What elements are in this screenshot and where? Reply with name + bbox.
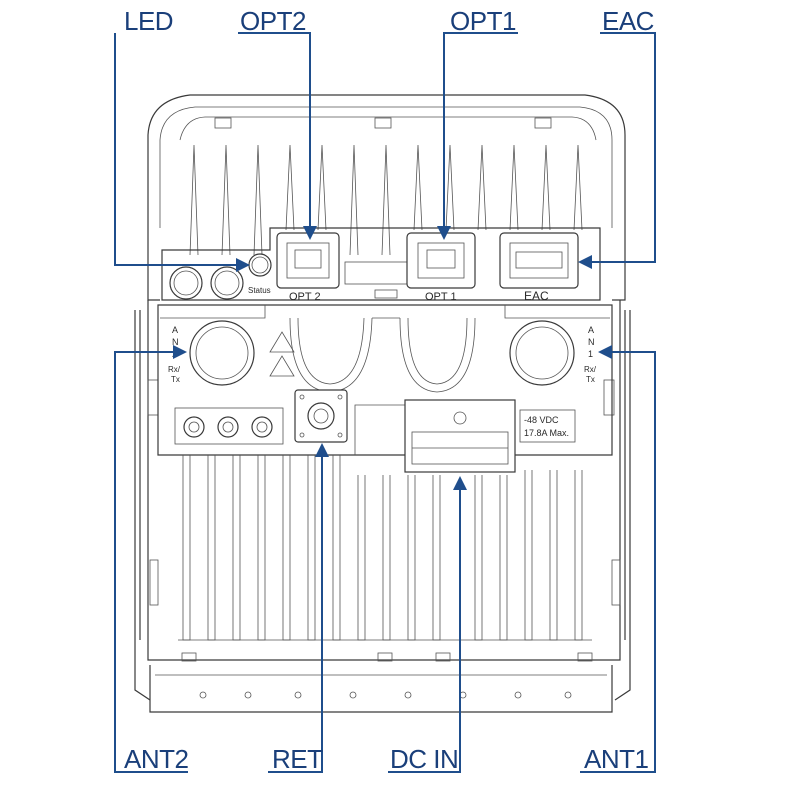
bottom-screw-holes bbox=[199, 691, 572, 699]
callout-eac: EAC bbox=[602, 6, 654, 36]
ant1-arrow bbox=[598, 345, 612, 359]
ant1-letter-a: A bbox=[588, 325, 594, 335]
opt2-port bbox=[276, 232, 340, 289]
opt2-arrow bbox=[303, 226, 317, 240]
led-port-2 bbox=[210, 266, 244, 300]
ant2-tx: Tx bbox=[171, 375, 180, 384]
eac-arrow bbox=[578, 255, 592, 269]
callout-leaders bbox=[114, 32, 656, 773]
dc-voltage-label: -48 VDC bbox=[524, 415, 559, 425]
top-fins bbox=[189, 144, 583, 256]
led-leader bbox=[114, 33, 238, 266]
ant2-letter-n: N bbox=[172, 337, 179, 347]
bottom-fins bbox=[178, 455, 592, 641]
callout-ant2: ANT2 bbox=[124, 744, 189, 774]
eac-port-label: EAC bbox=[524, 289, 549, 303]
status-label: Status bbox=[248, 286, 271, 295]
ant1-leader bbox=[580, 351, 656, 773]
ant1-tx: Tx bbox=[586, 375, 595, 384]
device-body: Status OPT 2 OPT 1 EAC A N 2 Rx/ Tx bbox=[134, 94, 631, 713]
eac-leader bbox=[590, 32, 656, 263]
opt2-leader bbox=[238, 32, 311, 228]
dc-in-leader bbox=[388, 488, 461, 773]
opt1-leader bbox=[443, 32, 518, 228]
dc-in-arrow bbox=[453, 476, 467, 490]
callout-dc-in: DC IN bbox=[390, 744, 458, 774]
opt1-port bbox=[406, 232, 476, 289]
dc-current-label: 17.8A Max. bbox=[524, 428, 569, 438]
dc-in-port bbox=[404, 399, 516, 473]
opt2-port-label: OPT 2 bbox=[289, 291, 321, 303]
ret-arrow bbox=[315, 443, 329, 457]
eac-port bbox=[499, 232, 579, 289]
callout-ant1: ANT1 bbox=[584, 744, 649, 774]
ant2-arrow bbox=[173, 345, 187, 359]
ant1-letter-n: N bbox=[588, 337, 595, 347]
ant2-rx: Rx/ bbox=[168, 365, 181, 374]
warning-shock-icon bbox=[269, 355, 295, 377]
callout-ret: RET bbox=[272, 744, 323, 774]
opt1-port-label: OPT 1 bbox=[425, 291, 457, 303]
callout-labels: LED OPT2 OPT1 EAC ANT2 RET DC IN ANT1 bbox=[124, 6, 654, 774]
led-arrow bbox=[236, 258, 250, 272]
ant1-port bbox=[509, 320, 575, 386]
ant2-letter-a: A bbox=[172, 325, 178, 335]
ant1-rx: Rx/ bbox=[584, 365, 597, 374]
callout-opt2: OPT2 bbox=[240, 6, 306, 36]
callout-led: LED bbox=[124, 6, 173, 36]
opt1-arrow bbox=[437, 226, 451, 240]
led-port-1 bbox=[169, 266, 203, 300]
callout-opt1: OPT1 bbox=[450, 6, 516, 36]
warning-hot-icon bbox=[269, 331, 295, 353]
ret-leader bbox=[268, 455, 323, 773]
ant2-leader bbox=[114, 351, 188, 773]
ant2-port bbox=[189, 320, 255, 386]
ant1-number: 1 bbox=[588, 349, 593, 359]
